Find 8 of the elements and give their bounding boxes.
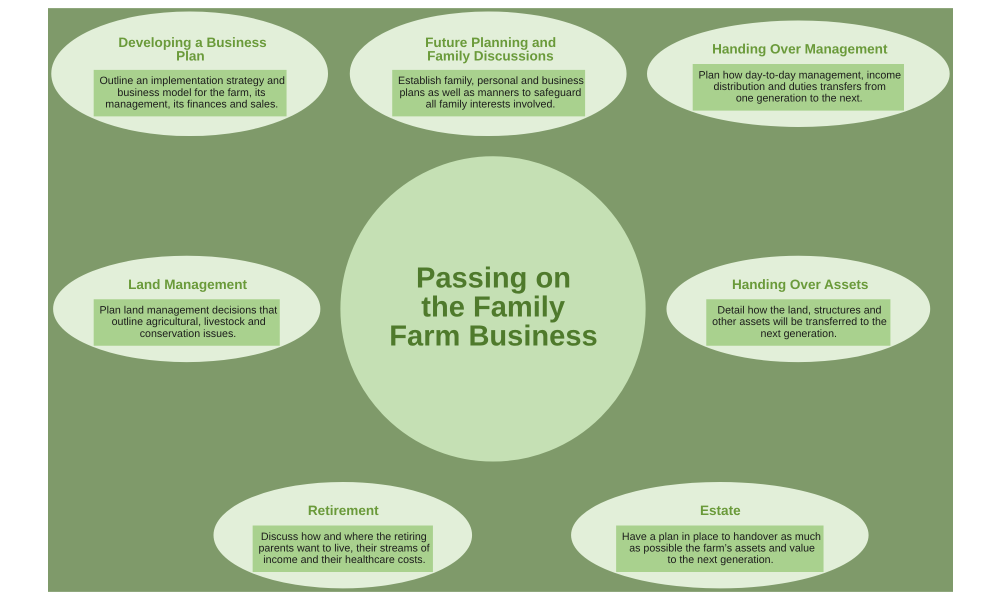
node-ellipse: Handing Over Assets Detail how the land, structures and other assets will be transferred to the next generation.: [666, 256, 930, 362]
node-ellipse: Estate Have a plan in place to handover as much as possible the farm’s assets and value to the next generation.: [570, 482, 868, 588]
node-ellipse: Handing Over Management Plan how day-to-day management, income distribution and duties transfers from one generation to the next.: [646, 20, 950, 127]
node-circle: Passing on the Family Farm Business: [340, 156, 646, 462]
node-ellipse: Land Management Plan land management decisions that outline agricultural, livestock and conservation issues.: [52, 256, 320, 362]
node-ellipse: Future Planning and Family Discussions Establish family, personal and business plans as well as manners to safeguard all family interests involved.: [349, 11, 626, 136]
node-ellipse: Retirement Discuss how and where the retiring parents want to live, their streams of income and their healthcare costs.: [213, 482, 472, 588]
node-ellipse: Developing a Business Plan Outline an implementation strategy and business model for the farm, its management, its finances and sales.: [50, 11, 328, 136]
